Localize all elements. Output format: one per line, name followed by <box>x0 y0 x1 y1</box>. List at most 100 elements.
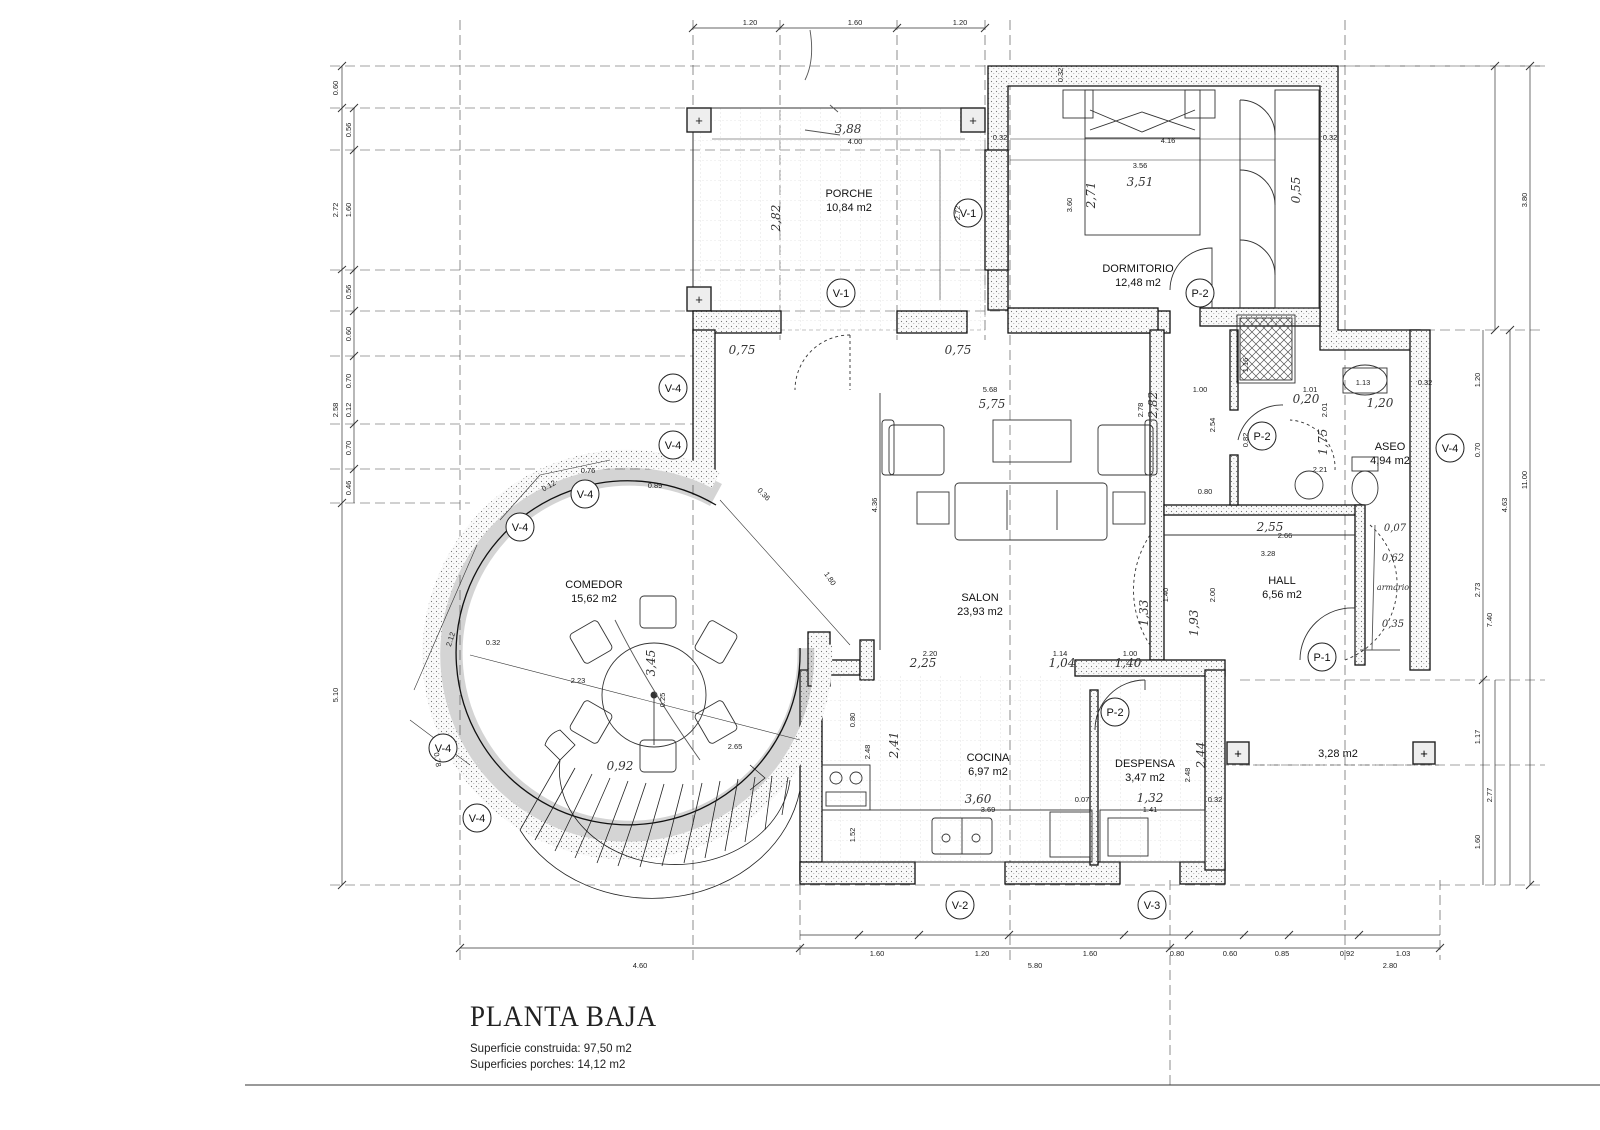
marker-v4 <box>462 803 492 833</box>
handwritten-note: 3,45 <box>644 650 658 677</box>
svg-text:+: + <box>969 113 977 128</box>
room-cocina-name: COCINA <box>967 752 1010 764</box>
dim-label: 4.16 <box>1161 136 1176 145</box>
dim-label: 0.92 <box>1340 949 1355 958</box>
dim-label: 2.72 <box>953 206 962 221</box>
handwritten-note: 0,92 <box>607 759 634 773</box>
marker-v4 <box>570 479 600 509</box>
handwritten-note: 0,62 <box>1382 553 1404 564</box>
room-hall-area: 6,56 m2 <box>1262 589 1302 601</box>
room-comedor-area: 15,62 m2 <box>571 593 617 605</box>
marker-p2-label: P-2 <box>1106 707 1123 719</box>
dim-label: 2.65 <box>728 742 743 751</box>
marker-v4-label: V-4 <box>665 383 682 395</box>
dim-label: 1.14 <box>1053 649 1068 658</box>
handwritten-note: 3,51 <box>1127 175 1154 189</box>
dim-label: 0.12 <box>344 403 353 418</box>
room-porche-name: PORCHE <box>825 188 872 200</box>
surface-built-label: Superficie construida: 97,50 m2 <box>470 1043 632 1055</box>
marker-v4 <box>428 733 458 763</box>
dim-label: 2.77 <box>1485 788 1494 803</box>
dim-label: 1.17 <box>1473 730 1482 745</box>
svg-text:+: + <box>695 292 703 307</box>
room-aseo-area: 4,94 m2 <box>1370 455 1410 467</box>
handwritten-note: 2,71 <box>1084 182 1098 210</box>
handwritten-note: 0,35 <box>1382 619 1404 630</box>
handwritten-note: 1,75 <box>1316 429 1330 456</box>
dim-label: 2.73 <box>1473 583 1482 598</box>
dim-label: 1.20 <box>743 18 758 27</box>
dim-label: 0.46 <box>344 481 353 496</box>
dim-label: 2.72 <box>331 203 340 218</box>
dim-label: 0.32 <box>993 133 1008 142</box>
dim-label: 0.85 <box>1275 949 1290 958</box>
handwritten-note: 0,75 <box>729 343 756 357</box>
dim-label: 1.00 <box>1123 649 1138 658</box>
dim-label: 0.60 <box>344 327 353 342</box>
dim-label: 2.54 <box>1208 418 1217 433</box>
dim-label: 0.25 <box>658 693 667 708</box>
dim-label: 3.69 <box>981 805 996 814</box>
marker-p1-label: P-1 <box>1313 652 1330 664</box>
room-porche-area: 10,84 m2 <box>826 202 872 214</box>
marker-p2 <box>1185 278 1215 308</box>
handwritten-note: 1,04 <box>1049 656 1076 670</box>
dim-label: 0.56 <box>344 123 353 138</box>
dim-label: 1.60 <box>1083 949 1098 958</box>
dim-label: 0.60 <box>331 81 340 96</box>
handwritten-note: 3,60 <box>965 792 992 806</box>
marker-v4 <box>1435 433 1465 463</box>
dim-label: 1.13 <box>1356 378 1371 387</box>
handwritten-note: 2,41 <box>887 732 901 760</box>
marker-p2-label: P-2 <box>1253 431 1270 443</box>
dormitorio-furniture <box>1010 89 1320 309</box>
dim-label: 0.70 <box>344 374 353 389</box>
dim-label: 0.36 <box>755 486 772 503</box>
room-dormitorio-name: DORMITORIO <box>1102 263 1174 275</box>
dim-label: 2.00 <box>1208 588 1217 603</box>
dim-label: 0.76 <box>581 466 596 475</box>
room-dormitorio-area: 12,48 m2 <box>1115 277 1161 289</box>
dim-label: 0.80 <box>848 713 857 728</box>
handwritten-note: armario <box>1377 583 1409 592</box>
dim-label: 1.01 <box>1303 385 1318 394</box>
dim-label: 0.70 <box>344 441 353 456</box>
dim-label: 1.03 <box>1396 949 1411 958</box>
dim-label: 0.32 <box>1208 795 1223 804</box>
dim-label: 0.78 <box>432 752 443 768</box>
dim-label: 1.40 <box>1161 588 1170 603</box>
marker-v4 <box>658 373 688 403</box>
room-salon-name: SALON <box>961 592 998 604</box>
room-cocina-area: 6,97 m2 <box>968 766 1008 778</box>
handwritten-note: 3,88 <box>835 122 862 136</box>
dim-label: 1.60 <box>344 203 353 218</box>
staircase <box>519 729 801 899</box>
dim-label: 1.52 <box>848 828 857 843</box>
handwritten-note: 1,40 <box>1115 656 1142 670</box>
dim-label: 4.36 <box>870 498 879 513</box>
dim-label: 1.60 <box>1473 835 1482 850</box>
handwritten-note: 0,75 <box>945 343 972 357</box>
room-despensa-area: 3,47 m2 <box>1125 772 1165 784</box>
dim-label: 4.60 <box>633 961 648 970</box>
dim-label: 2.01 <box>1320 403 1329 418</box>
dim-label: 3.28 <box>1261 549 1276 558</box>
room-aseo-name: ASEO <box>1375 441 1406 453</box>
dim-label: 5.10 <box>331 688 340 703</box>
room-comedor-name: COMEDOR <box>565 579 623 591</box>
svg-text:+: + <box>1234 746 1242 761</box>
dimension-ticks <box>337 23 1535 953</box>
salon-furniture <box>794 334 1158 650</box>
dim-label: 0.32 <box>1418 378 1433 387</box>
marker-v4-label: V-4 <box>512 522 529 534</box>
handwritten-note: 1,93 <box>1187 609 1201 636</box>
marker-v2 <box>945 890 975 920</box>
marker-p1 <box>1307 642 1337 672</box>
dim-label: 2.20 <box>923 649 938 658</box>
dim-label: 2.58 <box>331 403 340 418</box>
marker-v4 <box>658 430 688 460</box>
dim-label: 1.16 <box>1241 358 1250 373</box>
column <box>686 107 712 133</box>
handwritten-note: 2,44 <box>1194 742 1208 770</box>
